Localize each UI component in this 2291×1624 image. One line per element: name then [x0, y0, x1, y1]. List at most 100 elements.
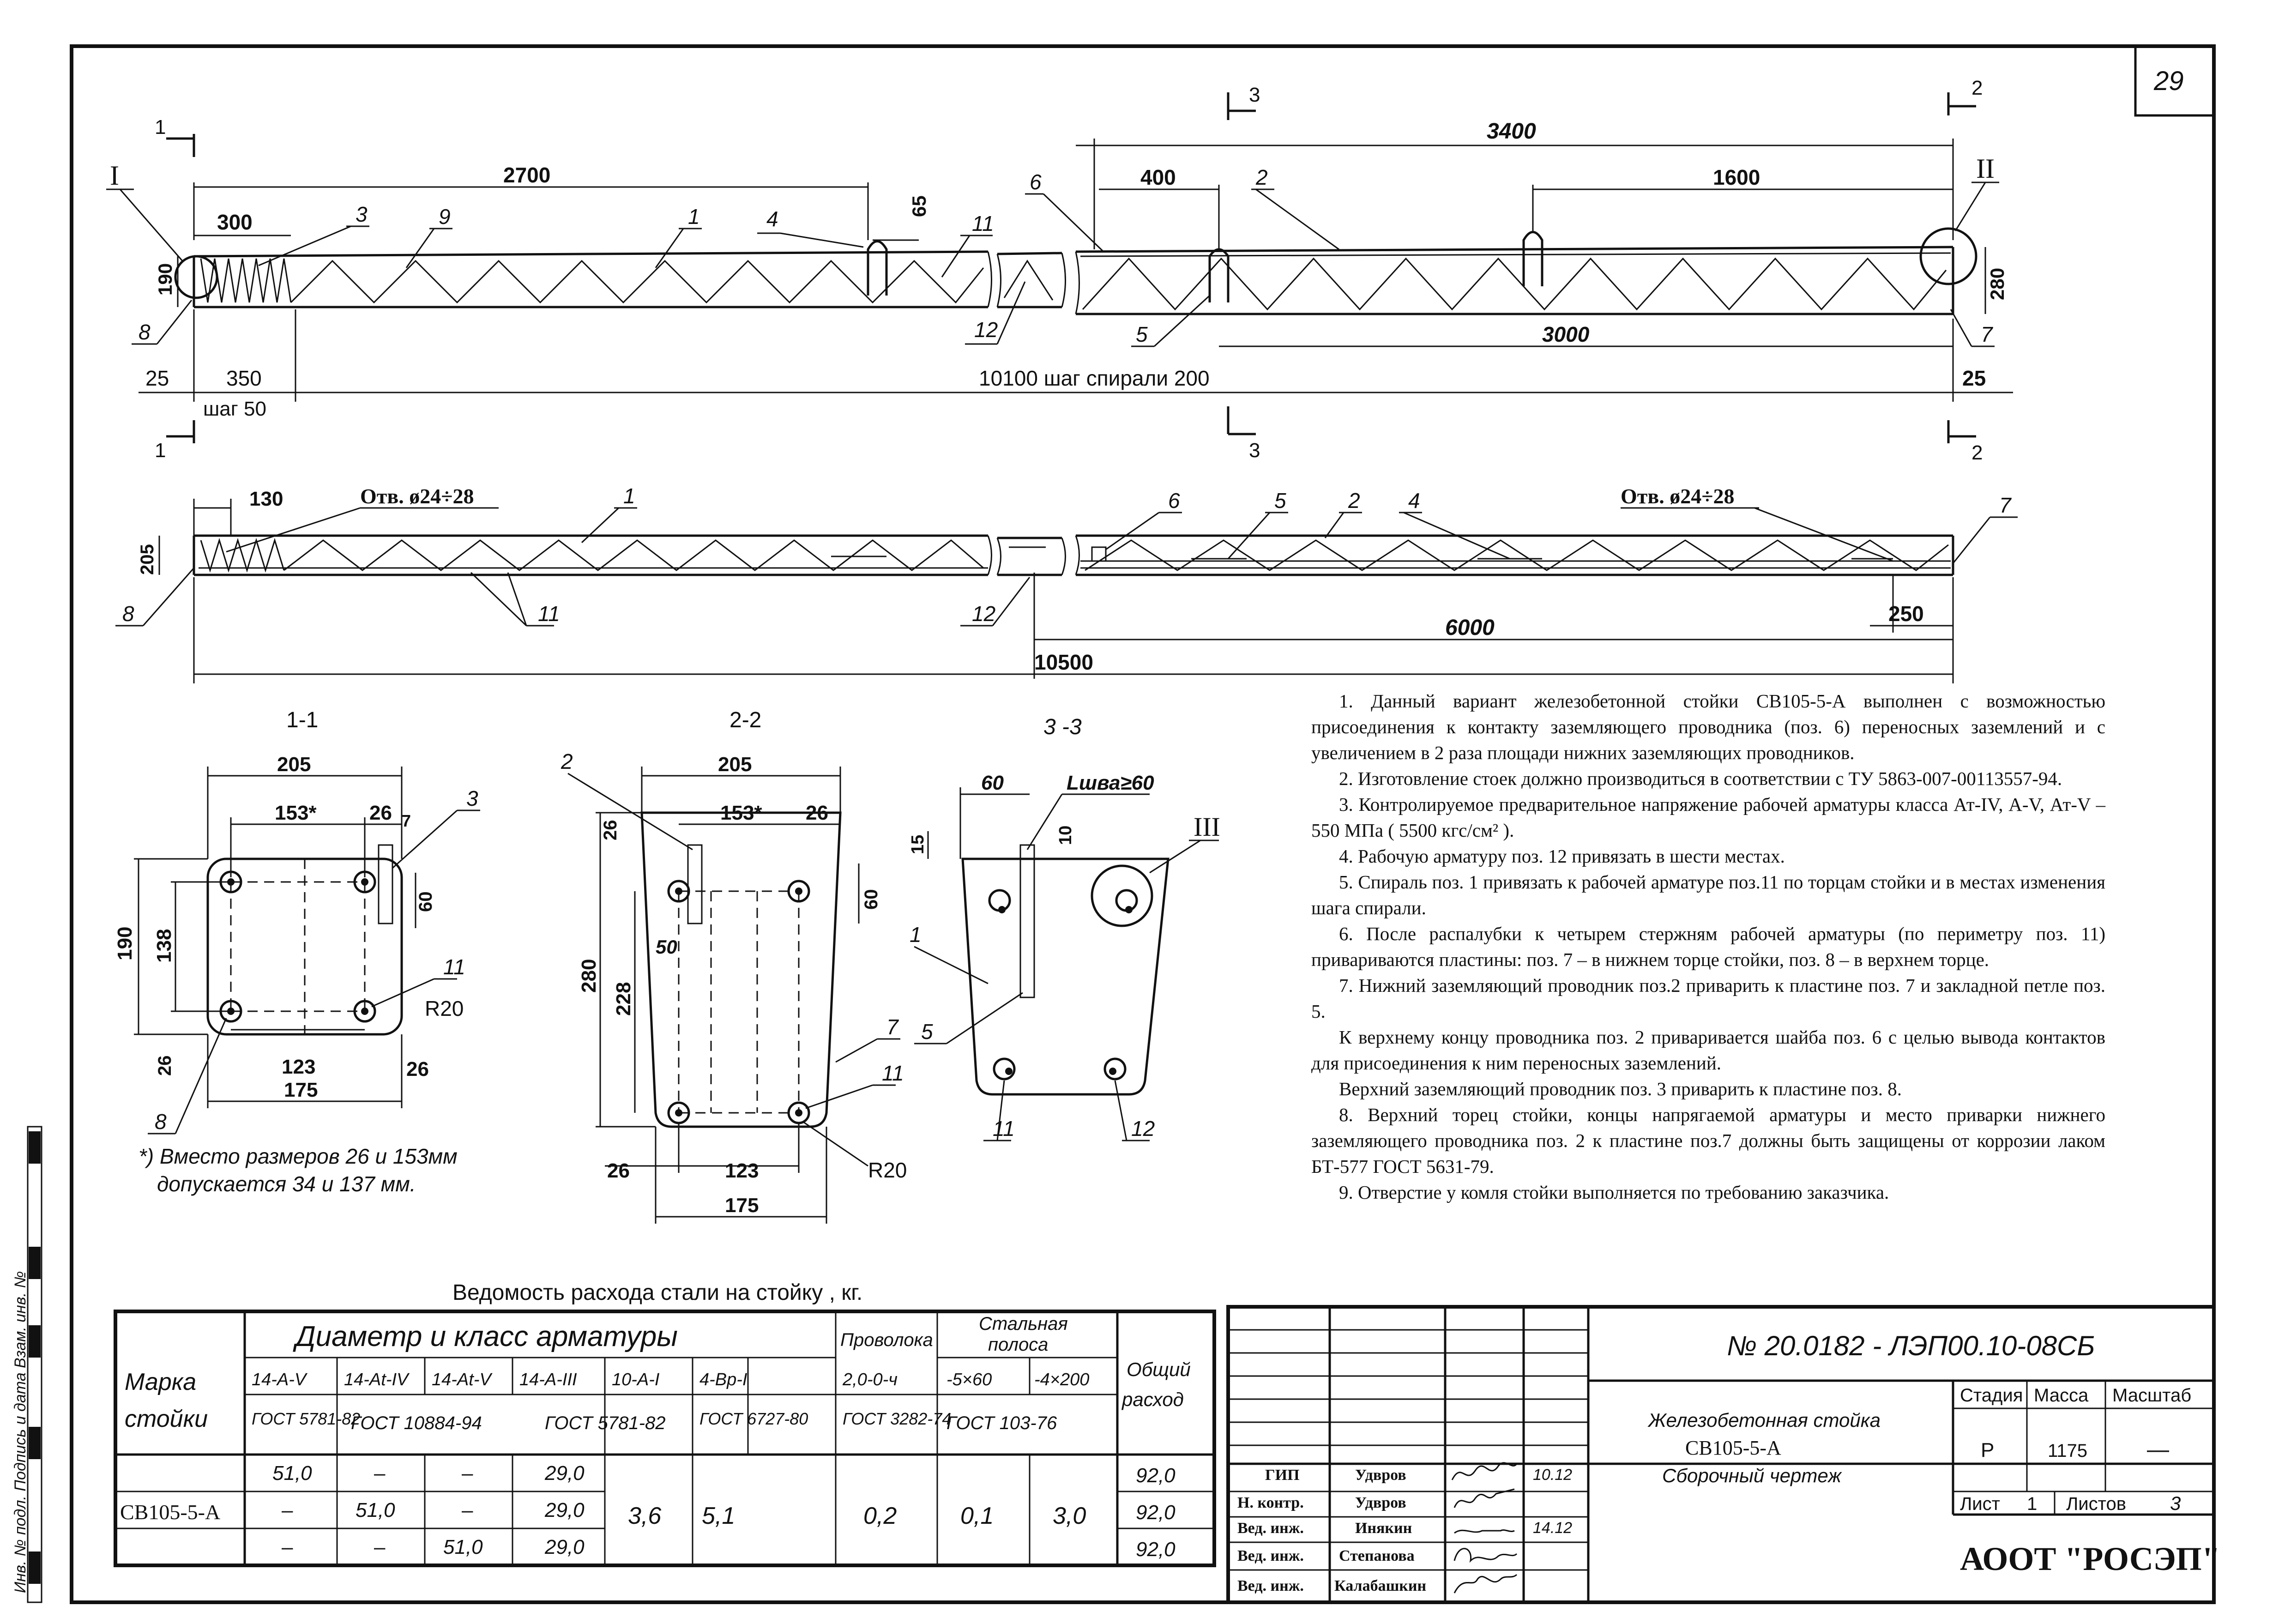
svg-text:8: 8	[155, 1110, 167, 1134]
side-view: 130 205 Отв. ø24÷28 Отв. ø24÷28 6000 250…	[115, 484, 2018, 683]
svg-text:14-At-IV: 14-At-IV	[344, 1370, 410, 1389]
svg-text:92,0: 92,0	[1136, 1464, 1176, 1487]
object-title-3: Сборочный чертеж	[1662, 1465, 1842, 1486]
left-margin-strip: Инв. № подл. Подпись и дата Взам. инв. №	[12, 1126, 42, 1603]
title-block: № 20.0182 - ЛЭП00.10-08СБ Железобетонная…	[1226, 1305, 2220, 1604]
svg-text:Удвров: Удвров	[1355, 1494, 1406, 1511]
svg-text:3: 3	[356, 202, 368, 226]
svg-text:3,0: 3,0	[1053, 1503, 1086, 1529]
svg-text:9: 9	[439, 205, 451, 229]
svg-text:ГИП: ГИП	[1265, 1467, 1300, 1484]
note-3: 3. Контролируемое предварительное напряж…	[1311, 794, 2105, 841]
svg-text:Калабашкин: Калабашкин	[1334, 1577, 1426, 1594]
callout-I: I	[110, 160, 119, 191]
top-view: 2700 300 190 25 350 шаг 50 10100 шаг спи…	[106, 77, 2013, 464]
dim-205: 205	[137, 544, 157, 575]
svg-text:—: —	[2147, 1437, 2169, 1462]
svg-text:3: 3	[1249, 84, 1260, 106]
svg-text:51,0: 51,0	[356, 1499, 395, 1521]
svg-text:5: 5	[1274, 489, 1286, 513]
svg-text:6: 6	[1168, 489, 1180, 513]
svg-text:2: 2	[1348, 489, 1360, 513]
svg-text:Вед. инж.: Вед. инж.	[1237, 1520, 1304, 1537]
svg-text:12: 12	[1131, 1117, 1155, 1141]
svg-text:Степанова: Степанова	[1339, 1547, 1415, 1564]
sheet-number: 29	[2153, 66, 2184, 96]
svg-text:0,1: 0,1	[960, 1503, 994, 1529]
steel-table: Ведомость расхода стали на стойку , кг. …	[114, 1280, 1216, 1567]
svg-text:205: 205	[277, 753, 311, 776]
svg-text:14-At-V: 14-At-V	[432, 1370, 493, 1389]
svg-text:60: 60	[981, 772, 1004, 794]
svg-text:153*: 153*	[275, 802, 317, 824]
note-7: 7. Нижний заземляющий проводник поз.2 пр…	[1311, 975, 2105, 1022]
svg-text:3: 3	[1249, 439, 1260, 462]
svg-text:26: 26	[607, 1159, 630, 1182]
sheet-number-box	[2134, 45, 2215, 117]
section-marks-top: 1 1 3 3 2 2	[155, 77, 1983, 464]
svg-text:Масса: Масса	[2034, 1385, 2089, 1406]
svg-text:R20: R20	[868, 1158, 907, 1182]
dim-3400: 3400	[1487, 119, 1536, 144]
svg-text:11: 11	[443, 955, 465, 979]
svg-text:29,0: 29,0	[544, 1536, 585, 1558]
svg-text:–: –	[462, 1499, 473, 1521]
signature-3	[1454, 1529, 1515, 1534]
section-3-3-title: 3 -3	[1043, 715, 1082, 739]
svg-text:ГОСТ 5781-82: ГОСТ 5781-82	[545, 1413, 665, 1433]
svg-text:7: 7	[1999, 493, 2012, 517]
dim-280: 280	[1986, 268, 2008, 300]
svg-text:7: 7	[886, 1015, 899, 1039]
svg-text:Масштаб: Масштаб	[2112, 1385, 2191, 1406]
note-6: 6. После распалубки к четырем стержням р…	[1311, 923, 2105, 970]
note-4: 4. Рабочую арматуру поз. 12 привязать в …	[1339, 845, 1785, 867]
svg-text:5,1: 5,1	[702, 1503, 735, 1529]
svg-text:3,6: 3,6	[628, 1503, 661, 1529]
section-2-2-title: 2-2	[730, 708, 761, 732]
svg-text:Вед. инж.: Вед. инж.	[1237, 1547, 1304, 1564]
svg-text:4: 4	[1408, 489, 1420, 513]
svg-text:123: 123	[725, 1159, 759, 1182]
dim-25-right: 25	[1962, 366, 1986, 390]
svg-text:Вед. инж.: Вед. инж.	[1237, 1577, 1304, 1594]
note-2: 2. Изготовление стоек должно производить…	[1339, 768, 2062, 789]
svg-text:3: 3	[466, 786, 478, 810]
wire-header: Проволока	[840, 1330, 933, 1350]
svg-text:1: 1	[2027, 1494, 2037, 1514]
svg-text:26: 26	[806, 802, 828, 824]
note-7b: Верхний заземляющий проводник поз. 3 при…	[1339, 1078, 1902, 1099]
svg-text:12: 12	[972, 602, 995, 626]
svg-text:190: 190	[114, 927, 136, 960]
svg-text:2: 2	[1971, 441, 1983, 464]
svg-text:–: –	[462, 1462, 473, 1485]
total-header-1: Общий	[1127, 1358, 1191, 1380]
svg-text:26: 26	[600, 820, 621, 841]
svg-text:2: 2	[561, 749, 573, 773]
node-III-circle	[1091, 864, 1153, 927]
margin-text: Инв. № подл. Подпись и дата Взам. инв. №	[12, 1271, 29, 1593]
svg-text:7: 7	[1981, 322, 1993, 346]
svg-text:-5×60: -5×60	[947, 1370, 992, 1389]
svg-text:ГОСТ 3282-74: ГОСТ 3282-74	[843, 1409, 951, 1428]
svg-text:–: –	[374, 1536, 386, 1558]
dim-250: 250	[1888, 602, 1924, 626]
svg-text:11: 11	[993, 1117, 1015, 1141]
note-1: 1. Данный вариант железобетонной стойки …	[1311, 690, 2105, 763]
svg-text:4: 4	[766, 207, 778, 231]
svg-text:3: 3	[2170, 1492, 2181, 1514]
strip-header-2: полоса	[988, 1334, 1048, 1355]
svg-text:6: 6	[1030, 170, 1042, 194]
mark-header-2: стойки	[125, 1406, 208, 1432]
svg-text:–: –	[282, 1536, 293, 1558]
svg-text:1: 1	[910, 923, 922, 947]
loop-pos4-right	[1522, 231, 1543, 286]
svg-text:12: 12	[974, 318, 998, 342]
svg-text:10: 10	[1056, 826, 1075, 845]
callout-II: II	[1976, 153, 1995, 184]
svg-text:51,0: 51,0	[272, 1462, 312, 1485]
dim-190: 190	[154, 263, 176, 296]
svg-text:11: 11	[538, 602, 560, 626]
svg-text:2: 2	[1971, 77, 1983, 99]
svg-text:26: 26	[155, 1056, 175, 1076]
